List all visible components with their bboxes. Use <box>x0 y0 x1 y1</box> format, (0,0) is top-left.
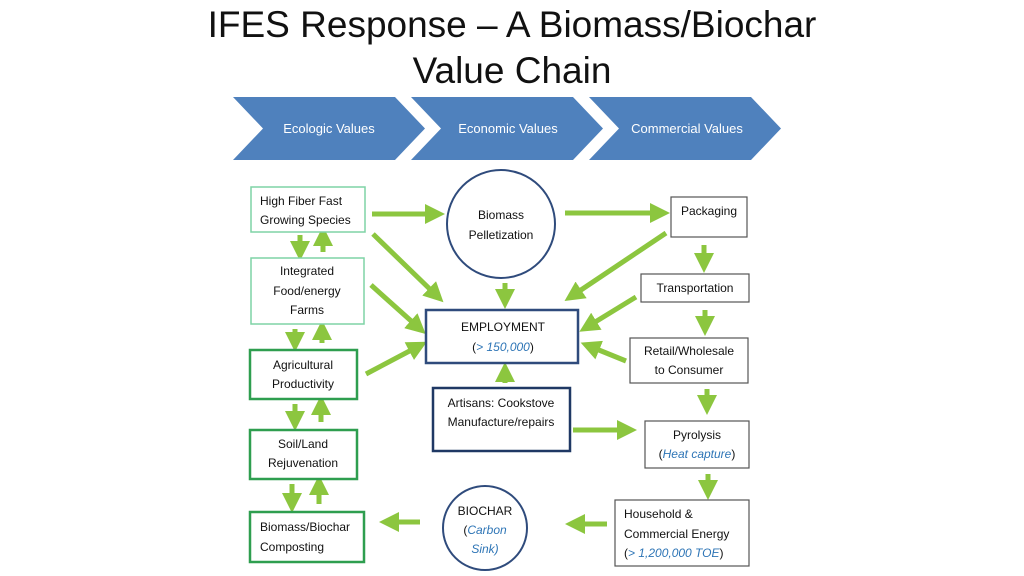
stage-chevron-economic: Economic Values <box>411 97 603 160</box>
arrow-agri-to-employment <box>364 341 427 377</box>
node-text: Manufacture/repairs <box>448 415 555 429</box>
node-text: Pelletization <box>469 228 534 242</box>
biochar-subtitle: (Carbon <box>463 523 507 537</box>
node-text: Food/energy <box>273 284 340 298</box>
node-text: Productivity <box>272 377 334 391</box>
node-text: Household & <box>624 507 693 521</box>
arrow-farms-to-employment <box>369 283 426 335</box>
node-employment: EMPLOYMENT (> 150,000) <box>424 308 580 365</box>
arrow-transport-to-employment <box>579 294 638 332</box>
node-text: Packaging <box>681 204 737 218</box>
node-text: Biomass <box>478 208 524 222</box>
title-line-2: Value Chain <box>412 50 612 91</box>
node-text: to Consumer <box>655 363 724 377</box>
node-text: High Fiber Fast <box>260 194 343 208</box>
employment-count: (> 150,000) <box>472 340 534 354</box>
node-text: Growing Species <box>260 213 351 227</box>
node-artisans-cookstove: Artisans: Cookstove Manufacture/repairs <box>431 386 572 453</box>
node-transportation: Transportation <box>640 273 750 303</box>
node-biomass-biochar-composting: Biomass/Biochar Composting <box>248 510 366 564</box>
node-text: EMPLOYMENT <box>461 320 546 334</box>
node-packaging: Packaging <box>670 196 748 238</box>
node-text: Soil/Land <box>278 437 328 451</box>
node-text: Sink) <box>471 542 498 556</box>
node-text: Retail/Wholesale <box>644 344 734 358</box>
node-pyrolysis: Pyrolysis (Heat capture) <box>644 420 750 469</box>
node-retail-wholesale: Retail/Wholesale to Consumer <box>629 337 749 384</box>
node-high-fiber-species: High Fiber Fast Growing Species <box>250 186 366 233</box>
stage-label-commercial: Commercial Values <box>631 121 743 136</box>
stage-label-economic: Economic Values <box>458 121 558 136</box>
stage-chevron-commercial: Commercial Values <box>589 97 781 160</box>
arrow-packaging-to-employment <box>564 230 668 302</box>
arrow-highfiber-to-employment <box>371 232 444 303</box>
node-agricultural-productivity: Agricultural Productivity <box>248 348 359 401</box>
flow-arrows <box>282 203 718 534</box>
node-text: BIOCHAR <box>458 504 513 518</box>
node-household-commercial-energy: Household & Commercial Energy (> 1,200,0… <box>614 499 750 567</box>
pyrolysis-subtitle: (Heat capture) <box>659 447 736 461</box>
node-text: Artisans: Cookstove <box>448 396 555 410</box>
node-integrated-farms: Integrated Food/energy Farms <box>250 257 365 325</box>
node-text: Transportation <box>657 281 734 295</box>
slide-title: IFES Response – A Biomass/Biochar Value … <box>0 2 1024 94</box>
arrow-retail-to-employment <box>580 340 627 364</box>
node-biomass-pelletization: Biomass Pelletization <box>446 169 556 279</box>
node-soil-land-rejuvenation: Soil/Land Rejuvenation <box>248 428 359 481</box>
node-text: Integrated <box>280 264 334 278</box>
stage-chevron-ecologic: Ecologic Values <box>233 97 425 160</box>
title-line-1: IFES Response – A Biomass/Biochar <box>207 4 817 45</box>
node-text: Farms <box>290 303 324 317</box>
node-text: Biomass/Biochar <box>260 520 350 534</box>
stage-label-ecologic: Ecologic Values <box>283 121 375 136</box>
node-text: Pyrolysis <box>673 428 721 442</box>
node-text: Composting <box>260 540 324 554</box>
node-text: Agricultural <box>273 358 333 372</box>
node-text: Rejuvenation <box>268 456 338 470</box>
node-biochar-carbon-sink: BIOCHAR (Carbon Sink) <box>442 485 528 571</box>
energy-amount: (> 1,200,000 TOE) <box>624 546 724 560</box>
node-text: Commercial Energy <box>624 527 729 541</box>
